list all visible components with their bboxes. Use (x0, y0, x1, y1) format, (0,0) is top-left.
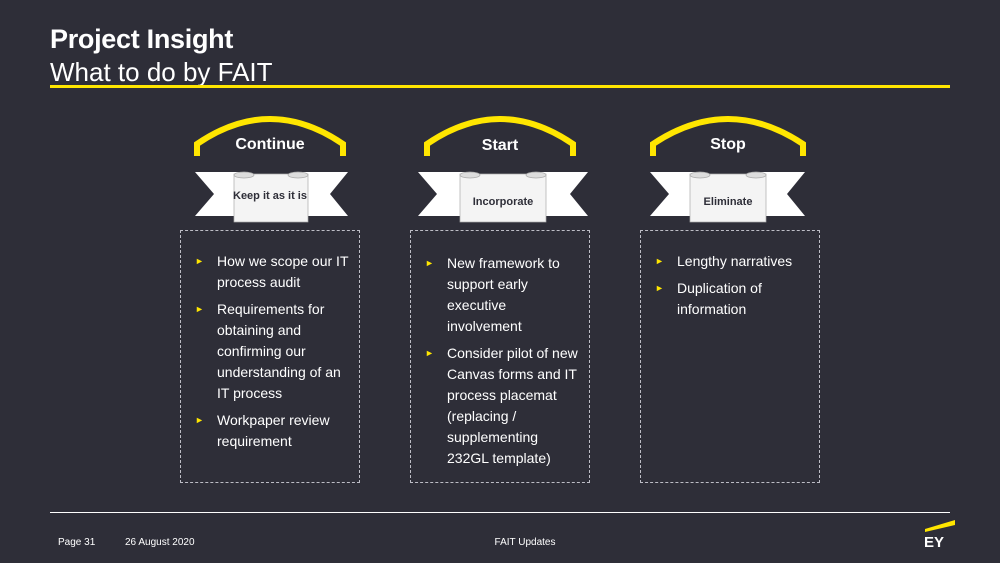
content-box: ►New framework to support early executiv… (410, 230, 590, 483)
column-start: Start Incorporate ►New framework to supp… (410, 100, 590, 485)
arc-decoration (424, 116, 576, 156)
page-title: Project Insight (50, 24, 234, 54)
content-box: ►How we scope our IT process audit ►Requ… (180, 230, 360, 483)
triangle-right-icon: ► (425, 348, 434, 358)
list-item: ►Workpaper review requirement (195, 412, 330, 449)
ribbon-scroll-icon (195, 171, 348, 223)
list-item: ►New framework to support early executiv… (425, 255, 560, 334)
arc-decoration (194, 116, 346, 156)
ribbon-scroll-icon (418, 171, 588, 223)
list-item: ►Requirements for obtaining and confirmi… (195, 301, 341, 401)
list-item: ►Lengthy narratives (653, 251, 811, 272)
triangle-right-icon: ► (655, 256, 664, 266)
triangle-right-icon: ► (195, 256, 204, 266)
triangle-right-icon: ► (425, 258, 434, 268)
footer-divider (50, 512, 950, 513)
list-item: ►Consider pilot of new Canvas forms and … (425, 345, 578, 466)
arc-decoration (650, 116, 806, 156)
ribbon-scroll-icon (650, 171, 805, 223)
title-divider (50, 85, 950, 88)
triangle-right-icon: ► (195, 304, 204, 314)
column-continue: Continue Keep it as it is ►How we scope … (180, 100, 360, 485)
page-subtitle: What to do by FAIT (50, 57, 273, 87)
column-heading: Continue (235, 136, 305, 153)
column-heading: Start (481, 137, 519, 154)
triangle-right-icon: ► (195, 415, 204, 425)
ey-logo: EY (924, 520, 955, 551)
logo-text: EY (924, 534, 944, 551)
scroll-label: Incorporate (472, 196, 534, 208)
scroll-label: Eliminate (703, 196, 753, 208)
content-box: ►Lengthy narratives ►Duplication of info… (640, 230, 820, 483)
page-number: Page 31 (58, 537, 96, 548)
list-item: ►Duplication of information (655, 280, 762, 317)
column-heading: Stop (710, 136, 746, 153)
triangle-right-icon: ► (655, 283, 664, 293)
footer-date: 26 August 2020 (125, 537, 195, 548)
list-item: ►How we scope our IT process audit (195, 253, 349, 290)
column-stop: Stop Eliminate ►Lengthy narratives ►Dupl… (640, 100, 820, 485)
scroll-label: Keep it as it is (233, 190, 307, 202)
footer-title: FAIT Updates (494, 537, 556, 548)
